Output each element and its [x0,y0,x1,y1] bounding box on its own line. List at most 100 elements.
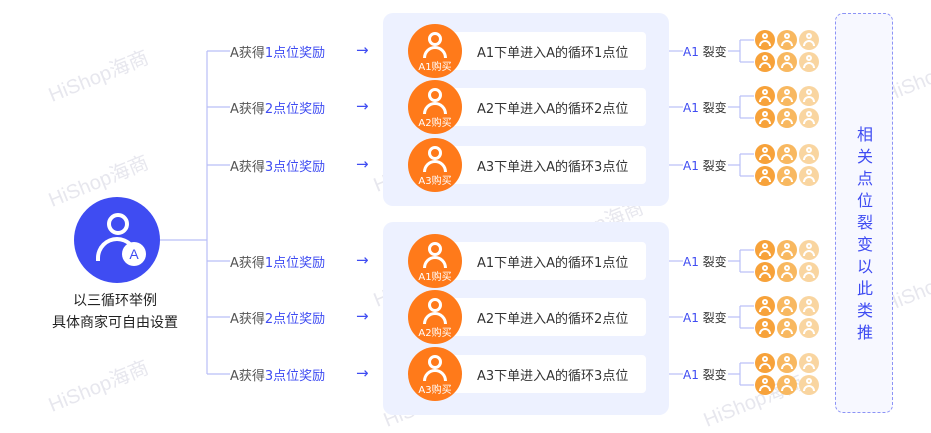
fission-user-icon [799,30,819,50]
buyer-head [428,146,442,160]
reward-label: A获得1点位奖励 [230,42,325,61]
side-note-box: 相关点位裂变以此类推 [835,13,893,413]
fission-user-icon [799,353,819,373]
fission-suffix: 裂变 [702,159,727,173]
buyer-body [423,369,447,381]
fission-user-icon [799,144,819,164]
fission-user-icon [755,166,775,186]
fission-user-icon [777,166,797,186]
fission-label: A1 裂变 [683,253,727,270]
root-avatar-badge: A [122,242,146,266]
side-note-char: 此 [856,279,873,298]
side-note-char: 裂 [856,213,873,232]
reward-label: A获得2点位奖励 [230,308,325,327]
buyer-label: A1购买 [418,62,452,73]
fission-user-icon [777,108,797,128]
fission-prefix: A1 [683,311,703,325]
reward-prefix: A获得 [230,369,265,384]
buyer-avatar-icon: A2购买 [408,290,462,344]
right-arrow-icon: → [356,97,369,115]
buyer-avatar-icon: A1购买 [408,234,462,288]
fission-suffix: 裂变 [702,311,727,325]
fission-prefix: A1 [683,368,703,382]
fission-user-icon [777,353,797,373]
fission-prefix: A1 [683,255,703,269]
fission-user-icon [777,30,797,50]
reward-prefix: A获得 [230,102,265,117]
reward-points: 3点位奖励 [264,369,326,384]
fission-user-icon [777,375,797,395]
side-note-char: 推 [856,323,873,342]
fission-user-icon [777,86,797,106]
reward-points: 2点位奖励 [264,102,326,117]
fission-suffix: 裂变 [702,45,727,59]
fission-user-icon [755,296,775,316]
buyer-avatar-icon: A2购买 [408,80,462,134]
buyer-label: A3购买 [418,385,452,396]
fission-user-icon [755,375,775,395]
fission-user-icon [799,52,819,72]
fission-user-icon [777,318,797,338]
right-arrow-icon: → [356,251,369,269]
side-note-char: 位 [856,191,873,210]
fission-user-icon [777,262,797,282]
side-note-char: 关 [856,147,873,166]
cycle-card-text: A2下单进入A的循环2点位 [477,102,629,117]
root-avatar-icon: A [74,197,160,283]
reward-points: 1点位奖励 [264,256,326,271]
cycle-card-text: A2下单进入A的循环2点位 [477,312,629,327]
side-note-char: 以 [856,257,873,276]
fission-user-icon [755,144,775,164]
fission-prefix: A1 [683,101,703,115]
fission-user-icon [799,108,819,128]
root-caption-line2: 具体商家可自由设置 [52,315,178,331]
buyer-label: A2购买 [418,118,452,129]
fission-user-icon [755,262,775,282]
side-note-char: 类 [856,301,873,320]
fission-label: A1 裂变 [683,157,727,174]
right-arrow-icon: → [356,155,369,173]
cycle-card: A3下单进入A的循环3点位 [413,355,646,393]
side-note-char: 相 [856,125,873,144]
side-note-char: 点 [856,169,873,188]
buyer-head [428,355,442,369]
buyer-avatar-icon: A1购买 [408,24,462,78]
fission-user-icon [799,318,819,338]
fission-user-icon [755,240,775,260]
fission-label: A1 裂变 [683,366,727,383]
fission-suffix: 裂变 [702,101,727,115]
buyer-avatar-icon: A3购买 [408,138,462,192]
right-arrow-icon: → [356,41,369,59]
cycle-card-text: A1下单进入A的循环1点位 [477,46,629,61]
fission-user-icon [755,318,775,338]
buyer-body [423,312,447,324]
buyer-body [423,256,447,268]
buyer-body [423,46,447,58]
buyer-label: A2购买 [418,328,452,339]
root-caption-line1: 以三循环举例 [73,293,157,309]
fission-user-icon [799,86,819,106]
fission-user-icon [777,52,797,72]
reward-points: 2点位奖励 [264,312,326,327]
reward-prefix: A获得 [230,160,265,175]
fission-suffix: 裂变 [702,368,727,382]
buyer-avatar-icon: A3购买 [408,347,462,401]
buyer-head [428,32,442,46]
buyer-body [423,160,447,172]
cycle-card-text: A3下单进入A的循环3点位 [477,160,629,175]
reward-points: 3点位奖励 [264,160,326,175]
cycle-card-text: A1下单进入A的循环1点位 [477,256,629,271]
reward-label: A获得3点位奖励 [230,365,325,384]
right-arrow-icon: → [356,307,369,325]
fission-prefix: A1 [683,45,703,59]
fission-user-icon [755,30,775,50]
fission-user-icon [777,296,797,316]
cycle-card-text: A3下单进入A的循环3点位 [477,369,629,384]
buyer-body [423,102,447,114]
buyer-head [428,242,442,256]
reward-prefix: A获得 [230,256,265,271]
fission-user-icon [799,296,819,316]
fission-user-icon [799,375,819,395]
